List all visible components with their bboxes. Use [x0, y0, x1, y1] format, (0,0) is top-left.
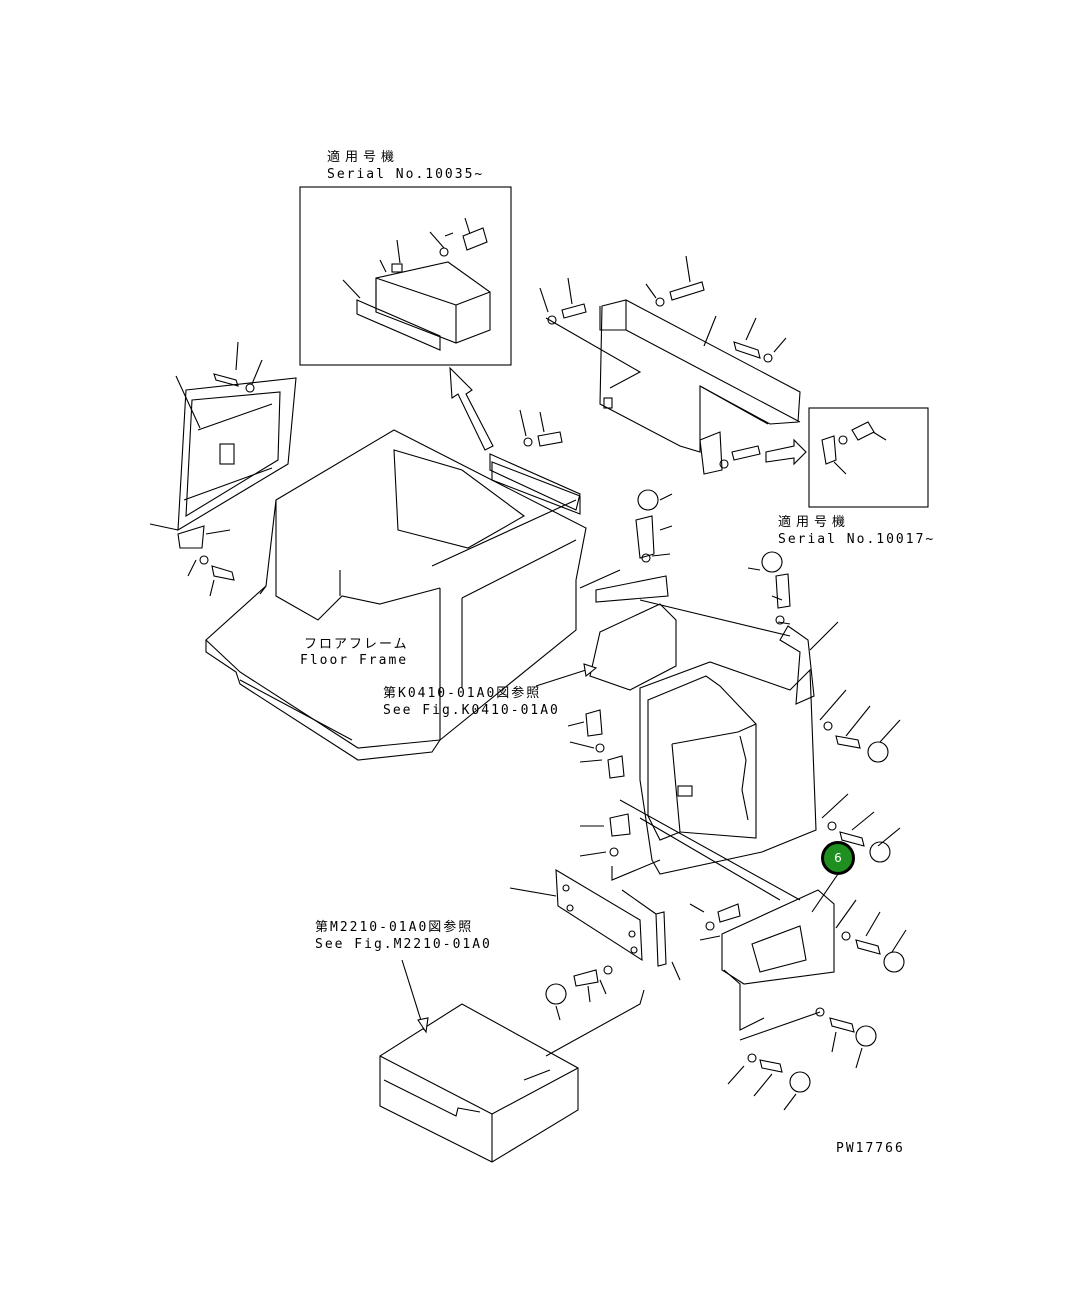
callout-6-button[interactable]: 6 [821, 841, 855, 875]
right-fasteners [567, 689, 901, 881]
inset-right-label-jp: 適用号機 [778, 515, 851, 530]
floor-frame-label-jp: フロアフレーム [304, 637, 409, 652]
inset-box-right [765, 407, 929, 508]
center-bracket [489, 409, 581, 511]
rear-cross-member [539, 255, 801, 475]
arrow-to-top-inset [449, 366, 494, 451]
cover-assembly [579, 489, 839, 875]
callout-6-leader [811, 873, 839, 913]
inset-right-label-en: Serial No.10017~ [778, 532, 936, 547]
left-side-panel [149, 341, 297, 597]
battery-box [379, 959, 645, 1163]
floor-frame-label-en: Floor Frame [300, 653, 409, 668]
ref-m2210-label-en: See Fig.M2210-01A0 [315, 937, 492, 952]
inset-box-top [299, 186, 512, 366]
ref-k0410-arrow [583, 663, 598, 678]
ref-m2210-label-jp: 第M2210-01A0図参照 [315, 920, 474, 935]
ref-k0410-label-en: See Fig.K0410-01A0 [383, 703, 560, 718]
ref-k0410-label-jp: 第K0410-01A0図参照 [383, 686, 542, 701]
floor-frame [205, 429, 587, 761]
ref-k0410-leader [535, 669, 587, 687]
inset-top-label-jp: 適用号機 [327, 150, 400, 165]
inset-top-label-en: Serial No.10035~ [327, 167, 485, 182]
bottom-plates [509, 799, 907, 1111]
drawing-id: PW17766 [836, 1141, 905, 1156]
